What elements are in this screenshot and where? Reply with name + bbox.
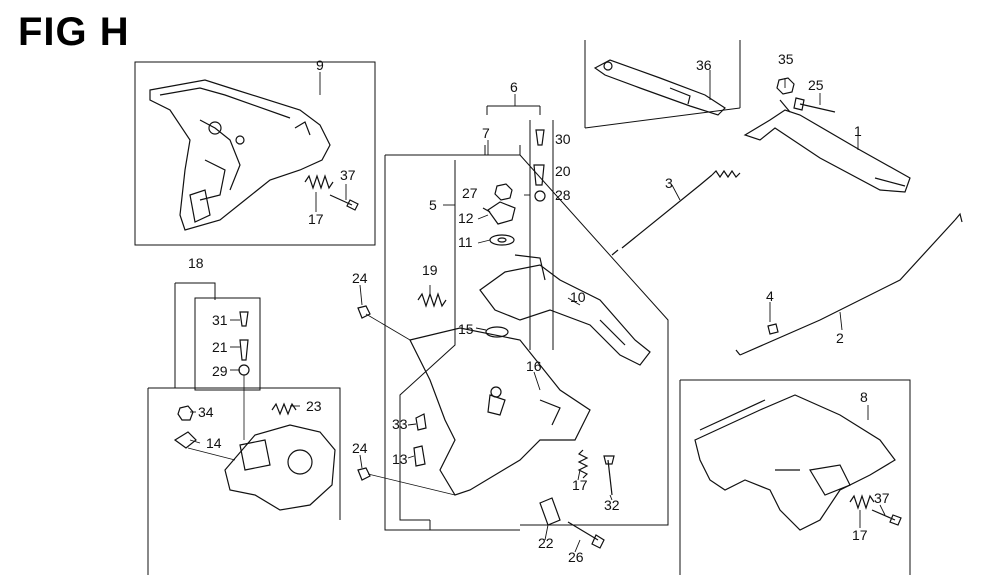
bolt-part-26 bbox=[567, 521, 605, 549]
clip-part-33 bbox=[415, 413, 427, 431]
clip-part-4 bbox=[767, 323, 779, 335]
bolt-part-32 bbox=[603, 455, 615, 496]
callout-8: 8 bbox=[860, 389, 868, 405]
nut-part-27 bbox=[494, 183, 513, 201]
callout-17-b: 17 bbox=[572, 477, 588, 493]
collar-part-22 bbox=[539, 497, 561, 526]
lever-part-36 bbox=[593, 59, 726, 116]
bolt-part-37-a bbox=[329, 194, 359, 211]
spring-part-23 bbox=[271, 402, 297, 416]
bolt-part-25 bbox=[793, 97, 836, 113]
callout-37-b: 37 bbox=[874, 490, 890, 506]
callout-37-a: 37 bbox=[340, 167, 356, 183]
callout-7: 7 bbox=[482, 125, 490, 141]
callout-14: 14 bbox=[206, 435, 222, 451]
callout-34: 34 bbox=[198, 404, 214, 420]
callout-33: 33 bbox=[392, 416, 408, 432]
clip-part-14 bbox=[173, 431, 197, 449]
lever-part-10 bbox=[479, 254, 651, 366]
bolt-part-20 bbox=[533, 164, 545, 186]
bracket-part-9 bbox=[149, 79, 331, 231]
callout-13: 13 bbox=[392, 451, 408, 467]
lever-part-1 bbox=[743, 99, 911, 193]
bolt-part-37-b bbox=[871, 509, 902, 526]
washer-part-11 bbox=[489, 234, 515, 246]
bolt-part-21 bbox=[239, 339, 249, 361]
figure-title: FIG H bbox=[18, 10, 130, 54]
bolt-part-30 bbox=[535, 129, 545, 146]
callout-17-a: 17 bbox=[308, 211, 324, 227]
bolt-part-31 bbox=[239, 311, 249, 327]
callout-18: 18 bbox=[188, 255, 204, 271]
spring-part-17-a bbox=[304, 174, 334, 190]
callout-31: 31 bbox=[212, 312, 228, 328]
callout-30: 30 bbox=[555, 131, 571, 147]
rod-part-2 bbox=[735, 212, 963, 356]
washer-part-12 bbox=[482, 201, 516, 225]
callout-9: 9 bbox=[316, 57, 324, 73]
callout-15: 15 bbox=[458, 321, 474, 337]
plate-part-18 bbox=[187, 375, 336, 511]
spring-part-17-b bbox=[577, 449, 589, 479]
callout-16: 16 bbox=[526, 358, 542, 374]
bolt-part-24-b bbox=[357, 467, 456, 496]
clip-part-13 bbox=[413, 445, 426, 467]
nut-part-28 bbox=[534, 190, 546, 202]
callout-labels: 9 37 17 36 35 25 1 3 4 2 8 37 17 6 7 30 … bbox=[188, 51, 890, 565]
callout-22: 22 bbox=[538, 535, 554, 551]
callout-28: 28 bbox=[555, 187, 571, 203]
spring-part-17-c bbox=[849, 494, 875, 510]
callout-10: 10 bbox=[570, 289, 586, 305]
washer-part-15 bbox=[485, 326, 509, 338]
callout-27: 27 bbox=[462, 185, 478, 201]
callout-21: 21 bbox=[212, 339, 228, 355]
nut-part-35 bbox=[776, 77, 795, 95]
callout-35: 35 bbox=[778, 51, 794, 67]
callout-26: 26 bbox=[568, 549, 584, 565]
callout-5: 5 bbox=[429, 197, 437, 213]
callout-12: 12 bbox=[458, 210, 474, 226]
callout-24-a: 24 bbox=[352, 270, 368, 286]
callout-2: 2 bbox=[836, 330, 844, 346]
rod-part-3 bbox=[611, 169, 741, 256]
spring-part-19 bbox=[417, 292, 447, 308]
callout-36: 36 bbox=[696, 57, 712, 73]
callout-4: 4 bbox=[766, 288, 774, 304]
callout-17-c: 17 bbox=[852, 527, 868, 543]
callout-3: 3 bbox=[665, 175, 673, 191]
callout-23: 23 bbox=[306, 398, 322, 414]
nut-part-34 bbox=[177, 405, 194, 421]
callout-1: 1 bbox=[854, 123, 862, 139]
cover-part-8 bbox=[694, 394, 896, 531]
leader-lines bbox=[189, 70, 886, 553]
callout-32: 32 bbox=[604, 497, 620, 513]
callout-19: 19 bbox=[422, 262, 438, 278]
bolt-part-24-a bbox=[357, 305, 411, 341]
nut-part-29 bbox=[238, 364, 250, 376]
callout-20: 20 bbox=[555, 163, 571, 179]
callout-29: 29 bbox=[212, 363, 228, 379]
callout-6: 6 bbox=[510, 79, 518, 95]
callout-25: 25 bbox=[808, 77, 824, 93]
plate-part-16 bbox=[409, 327, 591, 496]
callout-11: 11 bbox=[458, 234, 473, 250]
callout-24-b: 24 bbox=[352, 440, 368, 456]
